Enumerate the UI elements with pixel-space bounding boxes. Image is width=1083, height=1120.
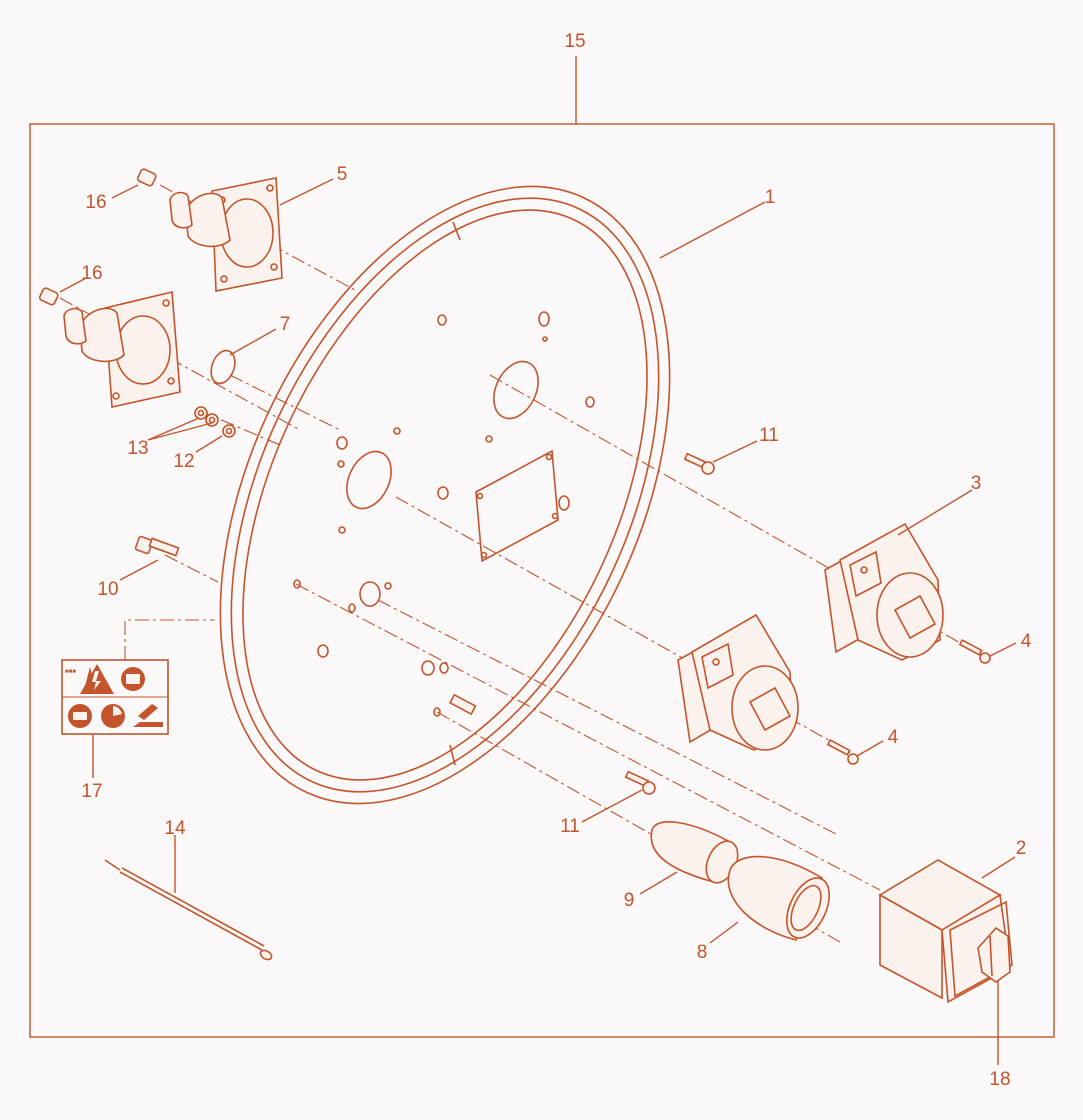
- rotary-knob-part-18: [977, 926, 1011, 983]
- callout-5: 5: [337, 164, 348, 185]
- reel-disc-part: [219, 185, 671, 805]
- hand-crush-icon: [133, 704, 163, 727]
- assembly-frame: [29, 123, 1055, 1038]
- screw-parts-11: [624, 452, 715, 795]
- screw-parts-4: [826, 638, 991, 765]
- flange-bushing-part-16-assembly: [38, 287, 181, 408]
- callout-14: 14: [164, 818, 186, 839]
- callout-4a: 4: [1021, 631, 1032, 652]
- socket-part-4-assembly: [677, 613, 799, 751]
- callout-1: 1: [765, 187, 776, 208]
- flange-bushing-part-5: [136, 168, 283, 292]
- callout-15: 15: [564, 31, 585, 52]
- callout-9: 9: [624, 890, 635, 911]
- read-manual-icon: [121, 667, 145, 691]
- callout-8: 8: [697, 942, 708, 963]
- label-sticker-part-17: ■■■: [61, 659, 169, 735]
- callout-16a: 16: [85, 192, 106, 213]
- callout-11a: 11: [759, 425, 779, 446]
- callout-17: 17: [81, 781, 102, 802]
- cable-part-14: [104, 859, 273, 961]
- callout-labels: 1 2 3 4 4 5 7 8 9 10 11 11 12 13 14 15 1…: [81, 31, 1031, 1090]
- callout-7: 7: [280, 314, 291, 335]
- leader-lines: [59, 178, 1017, 1065]
- warning-electric-icon: [80, 664, 114, 694]
- callout-12: 12: [173, 451, 194, 472]
- sleeve-part-8: [727, 855, 830, 941]
- callout-2: 2: [1016, 838, 1027, 859]
- plug-icon: [68, 704, 92, 728]
- callout-3: 3: [971, 473, 982, 494]
- callout-4b: 4: [888, 727, 899, 748]
- svg-text:■■■: ■■■: [65, 669, 76, 675]
- callout-18: 18: [989, 1069, 1010, 1090]
- socket-part-3: [824, 522, 944, 661]
- callout-11b: 11: [560, 816, 580, 837]
- speed-icon: [101, 704, 125, 728]
- callout-16b: 16: [81, 263, 102, 284]
- o-ring-part: [210, 349, 236, 385]
- callout-10: 10: [97, 579, 118, 600]
- callout-13: 13: [127, 438, 148, 459]
- nut-washer-parts: [194, 406, 236, 438]
- switch-box-part-2: [878, 859, 1013, 1004]
- bolt-part-10: [134, 535, 180, 557]
